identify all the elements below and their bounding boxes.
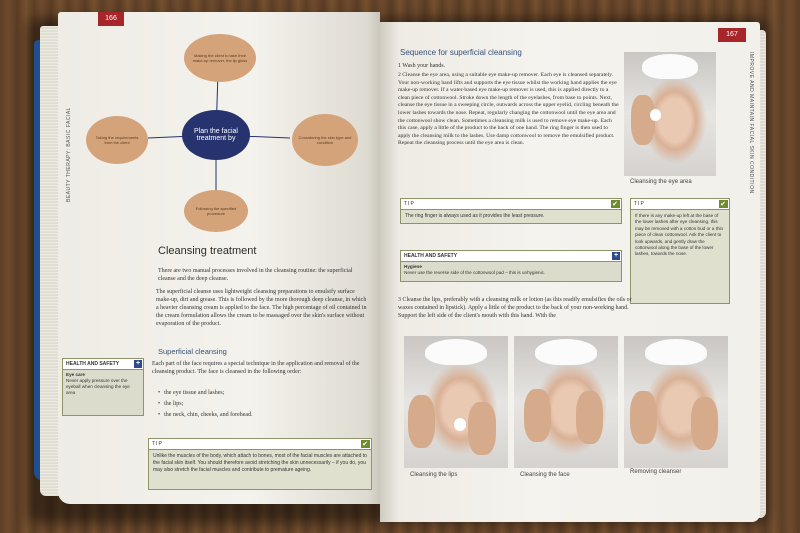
body-paragraph: The superficial cleanse uses lightweight… (156, 289, 367, 327)
hand-shape (468, 402, 496, 455)
step-3: 3 Cleanse the lips, preferably with a cl… (398, 297, 632, 319)
check-icon: ✔ (611, 200, 620, 208)
page-number: 167 (718, 28, 746, 42)
page-number: 166 (98, 12, 124, 26)
tip-text: The ring finger is always used as it pro… (405, 213, 545, 219)
cotton-pad (453, 417, 467, 432)
health-safety-box: HEALTH AND SAFETY + Eye care Never apply… (62, 358, 144, 416)
health-safety-label: HEALTH AND SAFETY (404, 253, 458, 259)
left-page-edges (40, 26, 62, 496)
health-safety-body: Eye care Never apply pressure over the e… (63, 370, 143, 398)
health-safety-text: Never use the reverse side of the cotton… (404, 270, 546, 275)
health-safety-bold: Eye care (66, 372, 85, 377)
photo-cleansing-eye (624, 52, 716, 176)
tip-box: TIP ✔ The ring finger is always used as … (400, 198, 622, 224)
health-safety-box: HEALTH AND SAFETY + Hygiene Never use th… (400, 250, 622, 282)
tip-title: TIP ✔ (631, 199, 729, 210)
check-icon: ✔ (361, 440, 370, 448)
left-page: 166 BEAUTY THERAPY: BASIC FACIAL Making … (58, 12, 380, 504)
mindmap-node-bottom: Following the specified procedure (184, 190, 248, 232)
sub-paragraph: Each part of the face requires a special… (152, 361, 360, 375)
tip-text: Unlike the muscles of the body, which at… (153, 453, 367, 473)
running-head: IMPROVE AND MAINTAIN FACIAL SKIN CONDITI… (748, 52, 754, 194)
photo-caption: Cleansing the lips (410, 472, 458, 478)
photo-removing-cleanser (624, 336, 728, 468)
tip-label: TIP (152, 441, 163, 447)
hand-shape (576, 391, 604, 445)
check-icon: ✔ (719, 200, 728, 208)
tip-title: TIP ✔ (401, 199, 621, 210)
list-item: the lips; (158, 401, 358, 407)
plus-icon: + (612, 252, 620, 260)
photo-caption: Cleansing the face (520, 472, 570, 478)
hand-shape (524, 388, 552, 442)
health-safety-body: Hygiene Never use the reverse side of th… (401, 262, 621, 278)
plus-icon: + (134, 360, 142, 368)
right-page: 167 IMPROVE AND MAINTAIN FACIAL SKIN CON… (380, 22, 760, 522)
mindmap-node-left: Taking the requirements from the client (86, 116, 148, 164)
health-safety-label: HEALTH AND SAFETY (66, 361, 120, 367)
mindmap-node-right: Considering the skin type and condition (292, 114, 358, 166)
photo-cleansing-face (514, 336, 618, 468)
section-heading: Cleansing treatment (158, 245, 257, 257)
sequence-title: Sequence for superficial cleansing (400, 48, 522, 57)
tip-label: TIP (404, 201, 415, 207)
towel-shape (534, 338, 598, 366)
health-safety-title: HEALTH AND SAFETY + (401, 251, 621, 262)
step-2: 2 Cleanse the eye area, using a suitable… (398, 72, 619, 147)
mindmap-center: Plan the facial treatment by (182, 110, 250, 160)
health-safety-bold: Hygiene (404, 264, 422, 269)
photo-caption: Removing cleanser (630, 469, 682, 475)
health-safety-title: HEALTH AND SAFETY + (63, 359, 143, 370)
towel-shape (424, 338, 488, 366)
hand-shape (631, 95, 656, 145)
list-item: the neck, chin, cheeks, and forehead. (158, 412, 358, 418)
list-item: the eye tissue and lashes; (158, 390, 358, 396)
photo-caption: Cleansing the eye area (630, 179, 692, 185)
mindmap-node-top: Making the client to take their make-up … (184, 34, 256, 82)
towel-shape (642, 54, 698, 80)
tip-text: If there is any make-up left at the base… (635, 213, 724, 257)
photo-cleansing-lips (404, 336, 508, 468)
towel-shape (644, 338, 708, 366)
hand-shape (630, 391, 658, 445)
cotton-pad (649, 109, 661, 122)
subheading: Superficial cleansing (158, 347, 227, 356)
bullet-list: the eye tissue and lashes; the lips; the… (150, 390, 358, 423)
tip-title: TIP ✔ (149, 439, 371, 450)
hand-shape (408, 395, 436, 449)
health-safety-text: Never apply pressure over the eyeball wh… (66, 378, 130, 395)
intro-paragraph: There are two manual processes involved … (158, 268, 353, 282)
hand-shape (690, 396, 718, 450)
step-1: 1 Wash your hands. (398, 63, 446, 69)
tip-box: TIP ✔ Unlike the muscles of the body, wh… (148, 438, 372, 490)
tip-label: TIP (634, 201, 645, 207)
tip-box-side: TIP ✔ If there is any make-up left at th… (630, 198, 730, 304)
